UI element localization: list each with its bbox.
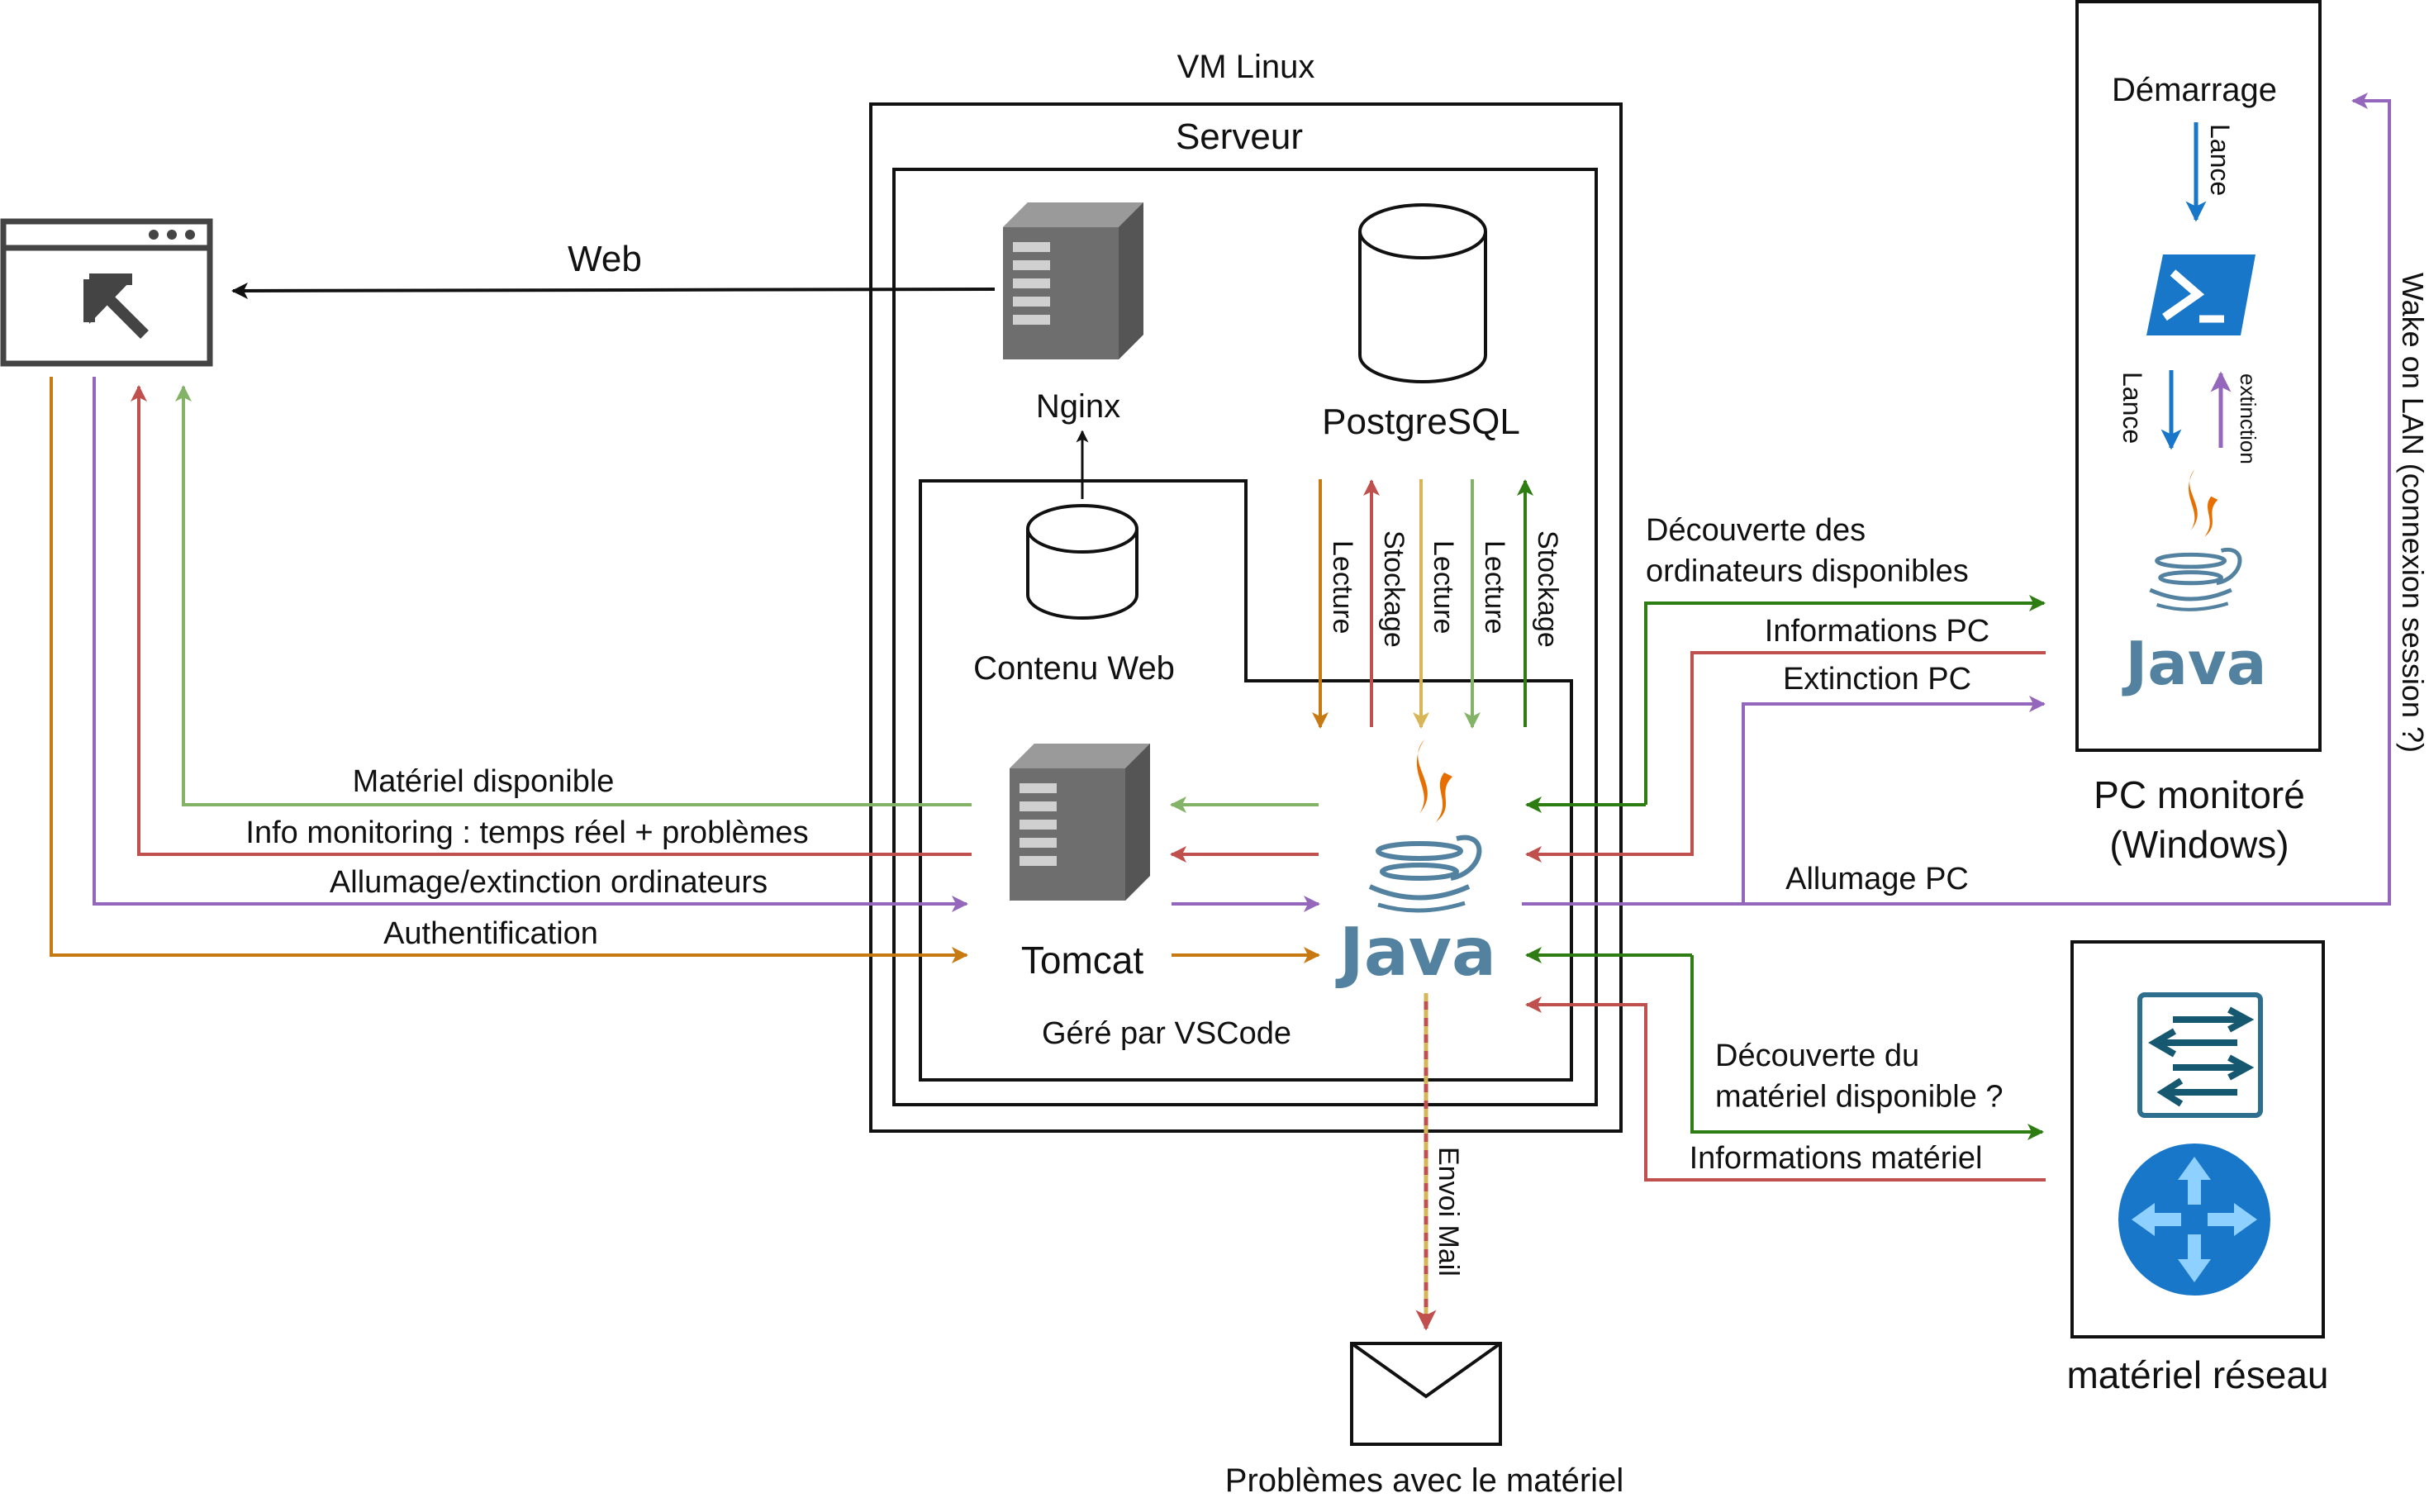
pc-startup-label: Démarrage [2112,72,2277,108]
java-wordmark: Java [1335,914,1496,991]
web-content-node: Contenu Web [973,504,1175,687]
java-logo-icon [1370,739,1479,911]
server-container: Serveur [892,116,1598,1106]
powershell-icon [2146,254,2256,335]
vscode-container: Géré par VSCode [919,479,1573,1082]
mail-label: Problèmes avec le matériel [1225,1462,1623,1499]
edge-pc-lance-2: Lance [2118,370,2182,450]
edge-decouverte-materiel: Découverte du matériel disponible ? [1525,947,2044,1140]
browser-window-icon[interactable] [0,218,213,367]
java-app-node: Java [1335,739,1496,991]
edge-lance-label-1: Lance [2205,124,2235,196]
edge-allumage-extinction-label: Allumage/extinction ordinateurs [330,865,768,900]
edge-allumage-pc-label: Allumage PC [1785,862,1969,896]
router-icon [2118,1144,2270,1296]
server-label: Serveur [1176,116,1303,157]
edge-informations-pc: Informations PC [1525,614,2046,863]
edge-db-lecture-yellow: Lecture [1413,479,1459,729]
edge-materiel-disponible-label: Matériel disponible [353,764,615,799]
edge-informations-pc-label: Informations PC [1765,614,1989,649]
nginx-node: Nginx [1003,202,1143,425]
edge-materiel-disponible: Matériel disponible [175,385,972,806]
server-tower-icon [1003,202,1143,359]
vscode-label: Géré par VSCode [1042,1016,1291,1051]
edge-db-stockage-red: Stockage [1363,479,1409,727]
edge-extinction-pc: Extinction PC [1742,662,2046,904]
edge-envoi-mail: Envoi Mail [1415,993,1464,1331]
text-line: Découverte des [1646,513,1866,548]
tomcat-node: Tomcat [1010,744,1150,982]
vm-linux-label: VM Linux [1177,49,1315,85]
edge-authentification-label: Authentification [383,916,598,951]
text-line: (Windows) [2109,823,2289,866]
edge-pc-lance-1: Lance [2185,122,2235,222]
vm-linux-container: VM Linux [869,49,1623,1133]
pc-java-node: Java [2122,469,2267,698]
network-equipment-label: matériel réseau [2066,1353,2328,1396]
edge-lecture-label-1: Lecture [1327,540,1358,634]
edge-extinction-pc-label: Extinction PC [1783,662,1971,697]
edge-lecture-label-2: Lecture [1428,540,1459,634]
text-line: matériel disponible ? [1715,1079,2004,1114]
edge-web-label: Web [568,239,642,279]
text-line: Découverte du [1715,1039,1919,1073]
edge-envoi-mail-label: Envoi Mail [1433,1147,1464,1277]
edge-informations-materiel: Informations matériel [1525,996,2046,1182]
edge-db-lecture-green: Lecture [1464,479,1510,729]
java-logo-icon [2150,469,2240,610]
edge-lance-label-2: Lance [2118,372,2147,444]
server-tower-icon [1010,744,1150,901]
edge-decouverte-ordinateurs: Découverte des ordinateurs disponibles [1525,513,2044,813]
edge-db-stockage-dgreen: Stockage [1517,479,1563,727]
database-cylinder-icon [1358,203,1487,383]
pc-startup: Démarrage [2112,72,2277,108]
pc-monitored-label: PC monitoré (Windows) [2094,773,2305,866]
text-line: ordinateurs disponibles [1646,554,1969,588]
edge-decouverte-materiel-label: Découverte du matériel disponible ? [1715,1039,2004,1114]
network-equipment-container: matériel réseau [2066,940,2329,1396]
pc-java-wordmark: Java [2122,629,2267,698]
edge-lecture-label-3: Lecture [1479,540,1510,634]
edge-extinction-label: extinction [2236,373,2260,464]
nginx-label: Nginx [1036,388,1120,425]
edge-info-monitoring-label: Info monitoring : temps réel + problèmes [245,815,808,850]
edge-decouverte-ordinateurs-label: Découverte des ordinateurs disponibles [1646,513,1969,588]
edge-wake-on-lan-label: Wake on LAN (connexion session ?) [2396,273,2429,753]
envelope-icon [1350,1342,1502,1446]
edge-web: Web [231,239,996,299]
postgresql-label: PostgreSQL [1322,402,1520,442]
edge-stockage-label-2: Stockage [1532,530,1563,648]
web-content-label: Contenu Web [973,650,1175,687]
edge-db-lecture-orange: Lecture [1312,479,1358,729]
edge-allumage-extinction: Allumage/extinction ordinateurs [93,377,968,912]
pc-monitored-container: PC monitoré (Windows) [2075,0,2322,866]
postgresql-node: PostgreSQL [1322,203,1520,442]
edge-pc-extinction: extinction [2210,371,2260,464]
network-switch-icon [2137,992,2263,1118]
database-cylinder-icon [1026,504,1138,620]
edge-authentification: Authentification [50,377,968,963]
text-line: PC monitoré [2094,773,2305,816]
edge-informations-materiel-label: Informations matériel [1690,1141,1983,1176]
edge-info-monitoring: Info monitoring : temps réel + problèmes [131,385,972,856]
edge-stockage-label-1: Stockage [1378,530,1409,648]
edge-allumage-pc: Allumage PC Wake on LAN (connexion sessi… [1522,93,2429,906]
tomcat-label: Tomcat [1021,939,1143,982]
